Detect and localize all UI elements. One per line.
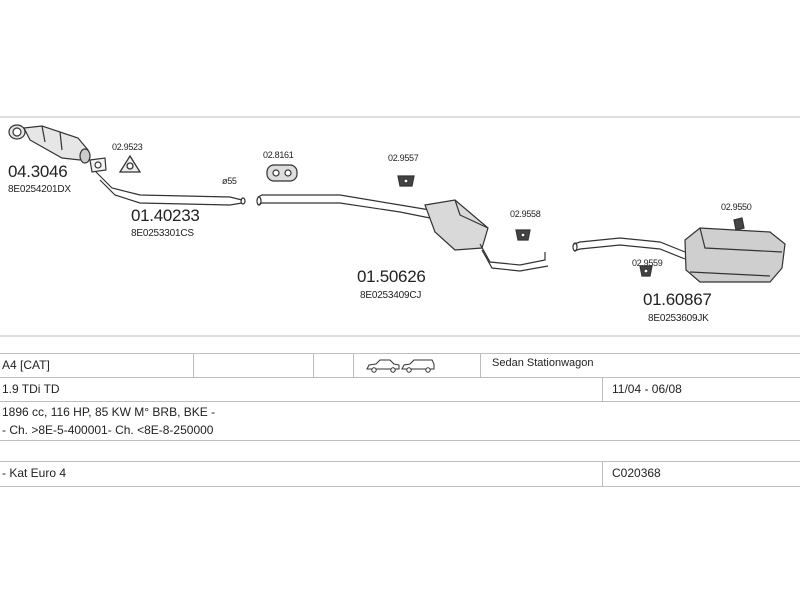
- part-number-cat: 04.3046: [8, 162, 68, 181]
- fitting-label: 02.9523: [112, 142, 143, 152]
- rubber-mount-4-drawing: [639, 265, 653, 277]
- pipe-diameter-label: ø55: [222, 176, 237, 186]
- catalog-code-cell: C020368: [612, 466, 661, 480]
- engine-cell: 1.9 TDi TD: [2, 382, 60, 396]
- center-pipe-drawing: [256, 194, 431, 219]
- hanger-drawing: [266, 164, 298, 182]
- chassis-cell: - Ch. >8E-5-400001- Ch. <8E-8-250000: [2, 423, 214, 437]
- exhaust-diagram: 04.3046 8E0254201DX 02.9523 01.40233 8E0…: [0, 116, 800, 337]
- table-rule: [0, 377, 800, 378]
- fitting-label: 02.9558: [510, 209, 541, 219]
- gasket-drawing: [89, 157, 107, 173]
- model-cell: A4 [CAT]: [2, 358, 50, 372]
- front-pipe-drawing: [95, 171, 246, 206]
- rubber-mount-2-drawing: [515, 229, 531, 241]
- note-cell: - Kat Euro 4: [2, 466, 67, 480]
- catalytic-converter-drawing: [8, 124, 91, 164]
- rear-silencer-drawing: [684, 227, 786, 283]
- engine-details-cell: 1896 cc, 116 HP, 85 KW M° BRB, BKE -: [2, 405, 216, 419]
- center-tailpipe-drawing: [479, 243, 549, 272]
- fitting-label: 02.9557: [388, 153, 419, 163]
- body-types-cell: Sedan Stationwagon: [492, 357, 594, 369]
- table-rule: [0, 353, 800, 354]
- table-divider: [313, 353, 314, 377]
- rubber-mount-3-drawing: [733, 217, 745, 231]
- period-cell: 11/04 - 06/08: [612, 382, 682, 396]
- table-rule: [0, 401, 800, 402]
- rubber-mount-drawing: [397, 175, 415, 187]
- part-number-front-pipe: 01.40233: [131, 206, 200, 225]
- table-rule: [0, 440, 800, 441]
- center-silencer-drawing: [424, 199, 489, 251]
- oem-number-center-silencer: 8E0253409CJ: [360, 290, 422, 301]
- part-number-rear-silencer: 01.60867: [643, 290, 712, 309]
- fitting-label: 02.9550: [721, 202, 752, 212]
- part-number-center-silencer: 01.50626: [357, 267, 426, 286]
- oem-number-rear-silencer: 8E0253609JK: [648, 313, 709, 324]
- stationwagon-car-icon: [401, 359, 435, 373]
- body-type-icons: [366, 358, 436, 374]
- fitting-label: 02.9559: [632, 258, 663, 268]
- table-rule: [0, 461, 800, 462]
- table-divider: [602, 377, 603, 401]
- oem-number-front-pipe: 8E0253301CS: [131, 228, 194, 239]
- sedan-car-icon: [366, 359, 400, 373]
- exhaust-drawing: [0, 116, 800, 337]
- rear-pipe-drawing: [572, 237, 686, 260]
- table-divider: [602, 461, 603, 486]
- table-divider: [353, 353, 354, 377]
- triangle-clamp-drawing: [118, 154, 142, 173]
- table-rule: [0, 486, 800, 487]
- table-divider: [480, 353, 481, 377]
- oem-number-cat: 8E0254201DX: [8, 184, 71, 195]
- fitting-label: 02.8161: [263, 150, 294, 160]
- table-divider: [193, 353, 194, 377]
